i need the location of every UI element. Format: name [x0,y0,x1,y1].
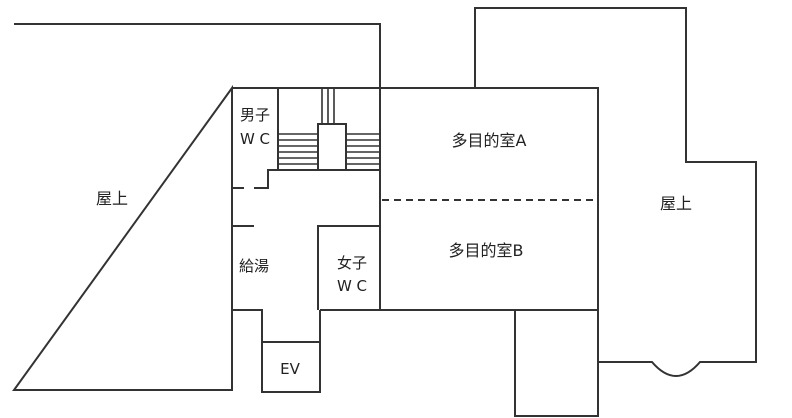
mens-wc-label-line1: 男子 [240,106,270,124]
multipurpose-b-label: 多目的室B [449,241,524,260]
rooftop-right-label: 屋上 [660,194,692,213]
multipurpose-a-label: 多目的室A [452,131,527,150]
stair-block [268,88,380,171]
rooftop-right-outline [474,7,757,377]
elevator-label: EV [280,360,300,378]
womens-wc-label-line2: W C [337,277,367,295]
rooftop-left-label: 屋上 [96,189,128,208]
womens-wc-walls [317,225,381,310]
womens-wc-label-line1: 女子 [337,254,367,272]
kitchenette-label: 給湯 [239,257,269,275]
rooftop-left-outline [12,23,381,391]
south-projection [514,310,599,417]
mens-wc-label-line2: W C [240,130,270,148]
elevator-box [261,341,321,393]
